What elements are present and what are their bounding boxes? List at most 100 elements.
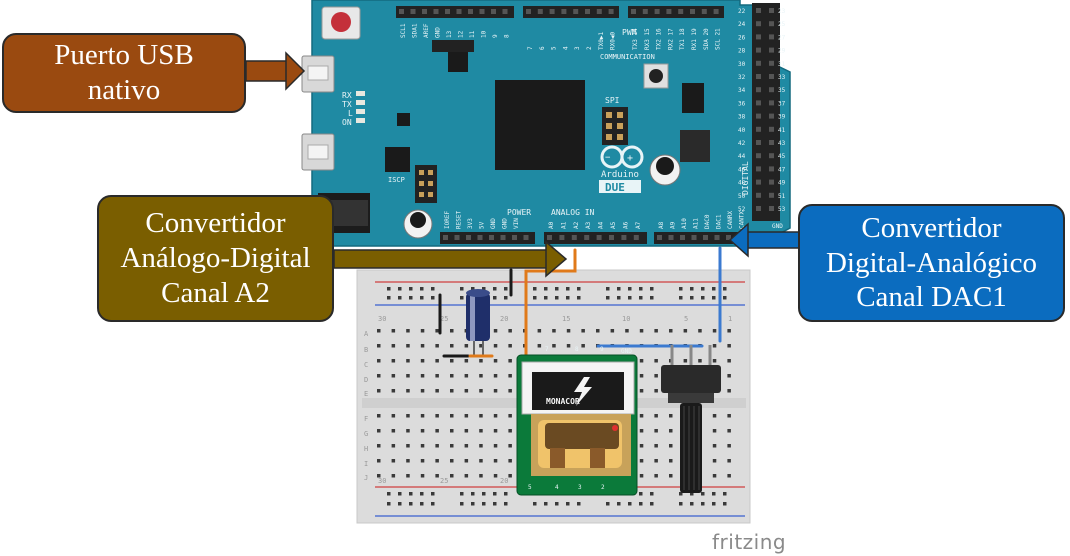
column-number: 10 — [622, 315, 630, 323]
breadboard-hole — [727, 459, 731, 463]
header-pin — [769, 8, 774, 13]
rail-hole — [723, 296, 727, 300]
header-pin — [756, 100, 761, 106]
breadboard-hole — [639, 414, 644, 418]
rail-hole — [566, 296, 570, 300]
callout-line: Convertidor — [145, 207, 286, 240]
pin-label: GND — [435, 27, 442, 38]
spi-label: SPI — [605, 96, 620, 105]
arduino-logo — [600, 145, 644, 169]
header-pin — [491, 9, 496, 14]
header-pin — [678, 9, 684, 14]
pin-label: 8 — [504, 34, 511, 38]
breadboard-hole — [654, 474, 658, 478]
breadboard-hole — [552, 329, 556, 333]
breadboard-hole — [420, 374, 425, 378]
breadboard-hole — [596, 329, 600, 333]
breadboard-hole — [435, 329, 439, 333]
rail-hole — [566, 502, 570, 506]
breadboard-hole — [727, 414, 731, 418]
breadboard-hole — [391, 344, 396, 348]
rail-hole — [723, 502, 727, 506]
transformer-pin: 8 — [575, 346, 579, 353]
pin-label: GND — [502, 218, 509, 229]
rail-hole — [387, 296, 391, 300]
breadboard-hole — [464, 429, 469, 433]
breadboard-hole — [435, 474, 439, 478]
callout-line: Convertidor — [861, 211, 1002, 244]
rail-hole — [606, 296, 610, 300]
header-pin — [571, 235, 577, 240]
breadboard-hole — [727, 474, 731, 478]
board-name: Arduino — [601, 170, 639, 180]
rail-hole — [398, 287, 402, 291]
pin-label: TX0▶1 — [598, 32, 605, 50]
breadboard-hole — [406, 329, 410, 333]
communication-label: COMMUNICATION — [600, 53, 655, 61]
pin-number: 25 — [778, 21, 786, 28]
breadboard-hole — [435, 459, 439, 463]
breadboard-hole — [727, 374, 731, 378]
pin-number: 40 — [738, 127, 746, 134]
header-pin — [657, 235, 662, 240]
rail-hole — [493, 296, 497, 300]
header-pin — [443, 235, 448, 240]
rail-hole — [679, 502, 683, 506]
pin-number: 53 — [778, 206, 786, 213]
header-pin — [596, 235, 602, 240]
breadboard-hole — [377, 414, 381, 418]
rail-hole — [690, 502, 694, 506]
pin-number: 39 — [778, 114, 786, 121]
rail-hole — [617, 502, 621, 506]
header-pin — [703, 235, 708, 240]
breadboard-hole — [493, 344, 498, 348]
rail-hole — [606, 287, 610, 291]
breadboard-hole — [639, 474, 644, 478]
breadboard-hole — [464, 359, 469, 363]
breadboard-hole — [610, 329, 615, 333]
fritzing-logo: fritzing — [712, 530, 787, 554]
breadboard-hole — [420, 429, 425, 433]
header-pin — [769, 206, 774, 211]
breadboard-hole — [625, 329, 629, 333]
row-letter: H — [364, 445, 368, 453]
breadboard-hole — [712, 344, 717, 348]
breadboard-hole — [464, 444, 469, 448]
header-pin — [537, 9, 543, 14]
breadboard-hole — [450, 459, 454, 463]
breadboard-hole — [377, 344, 381, 348]
rail-hole — [471, 287, 475, 291]
pin-label: IOREF — [444, 211, 451, 229]
pin-number: 23 — [778, 8, 786, 15]
rail-hole — [420, 296, 424, 300]
rail-hole — [690, 287, 694, 291]
breadboard-hole — [508, 329, 512, 333]
rail-holes — [387, 287, 727, 506]
rail-hole — [544, 296, 548, 300]
header-pin — [756, 87, 761, 93]
breadboard-hole — [639, 444, 644, 448]
rail-hole — [420, 287, 424, 291]
rail-hole — [723, 287, 727, 291]
column-number: 15 — [562, 315, 570, 323]
header-pin — [701, 9, 707, 14]
breadboard-hole — [391, 389, 396, 393]
header-pin — [769, 47, 774, 53]
header-pin — [523, 235, 529, 240]
power-label: POWER — [507, 208, 531, 217]
rail-hole — [650, 296, 654, 300]
breadboard-hole — [493, 444, 498, 448]
pin-label: SDA1 — [412, 23, 419, 38]
breadboard-hole — [654, 329, 658, 333]
main-processor-chip — [495, 80, 585, 170]
header-pin — [756, 192, 761, 198]
svg-text:+: + — [627, 153, 633, 164]
pin-label: A4 — [598, 221, 605, 229]
rail-hole — [555, 296, 559, 300]
arduino-due-board: RX TX L ON ISCP SPI — [301, 0, 791, 247]
breadboard-hole — [669, 459, 673, 463]
header-pin — [422, 9, 427, 14]
breadboard-hole — [479, 389, 483, 393]
breadboard-hole — [654, 444, 658, 448]
breadboard-hole — [654, 459, 658, 463]
